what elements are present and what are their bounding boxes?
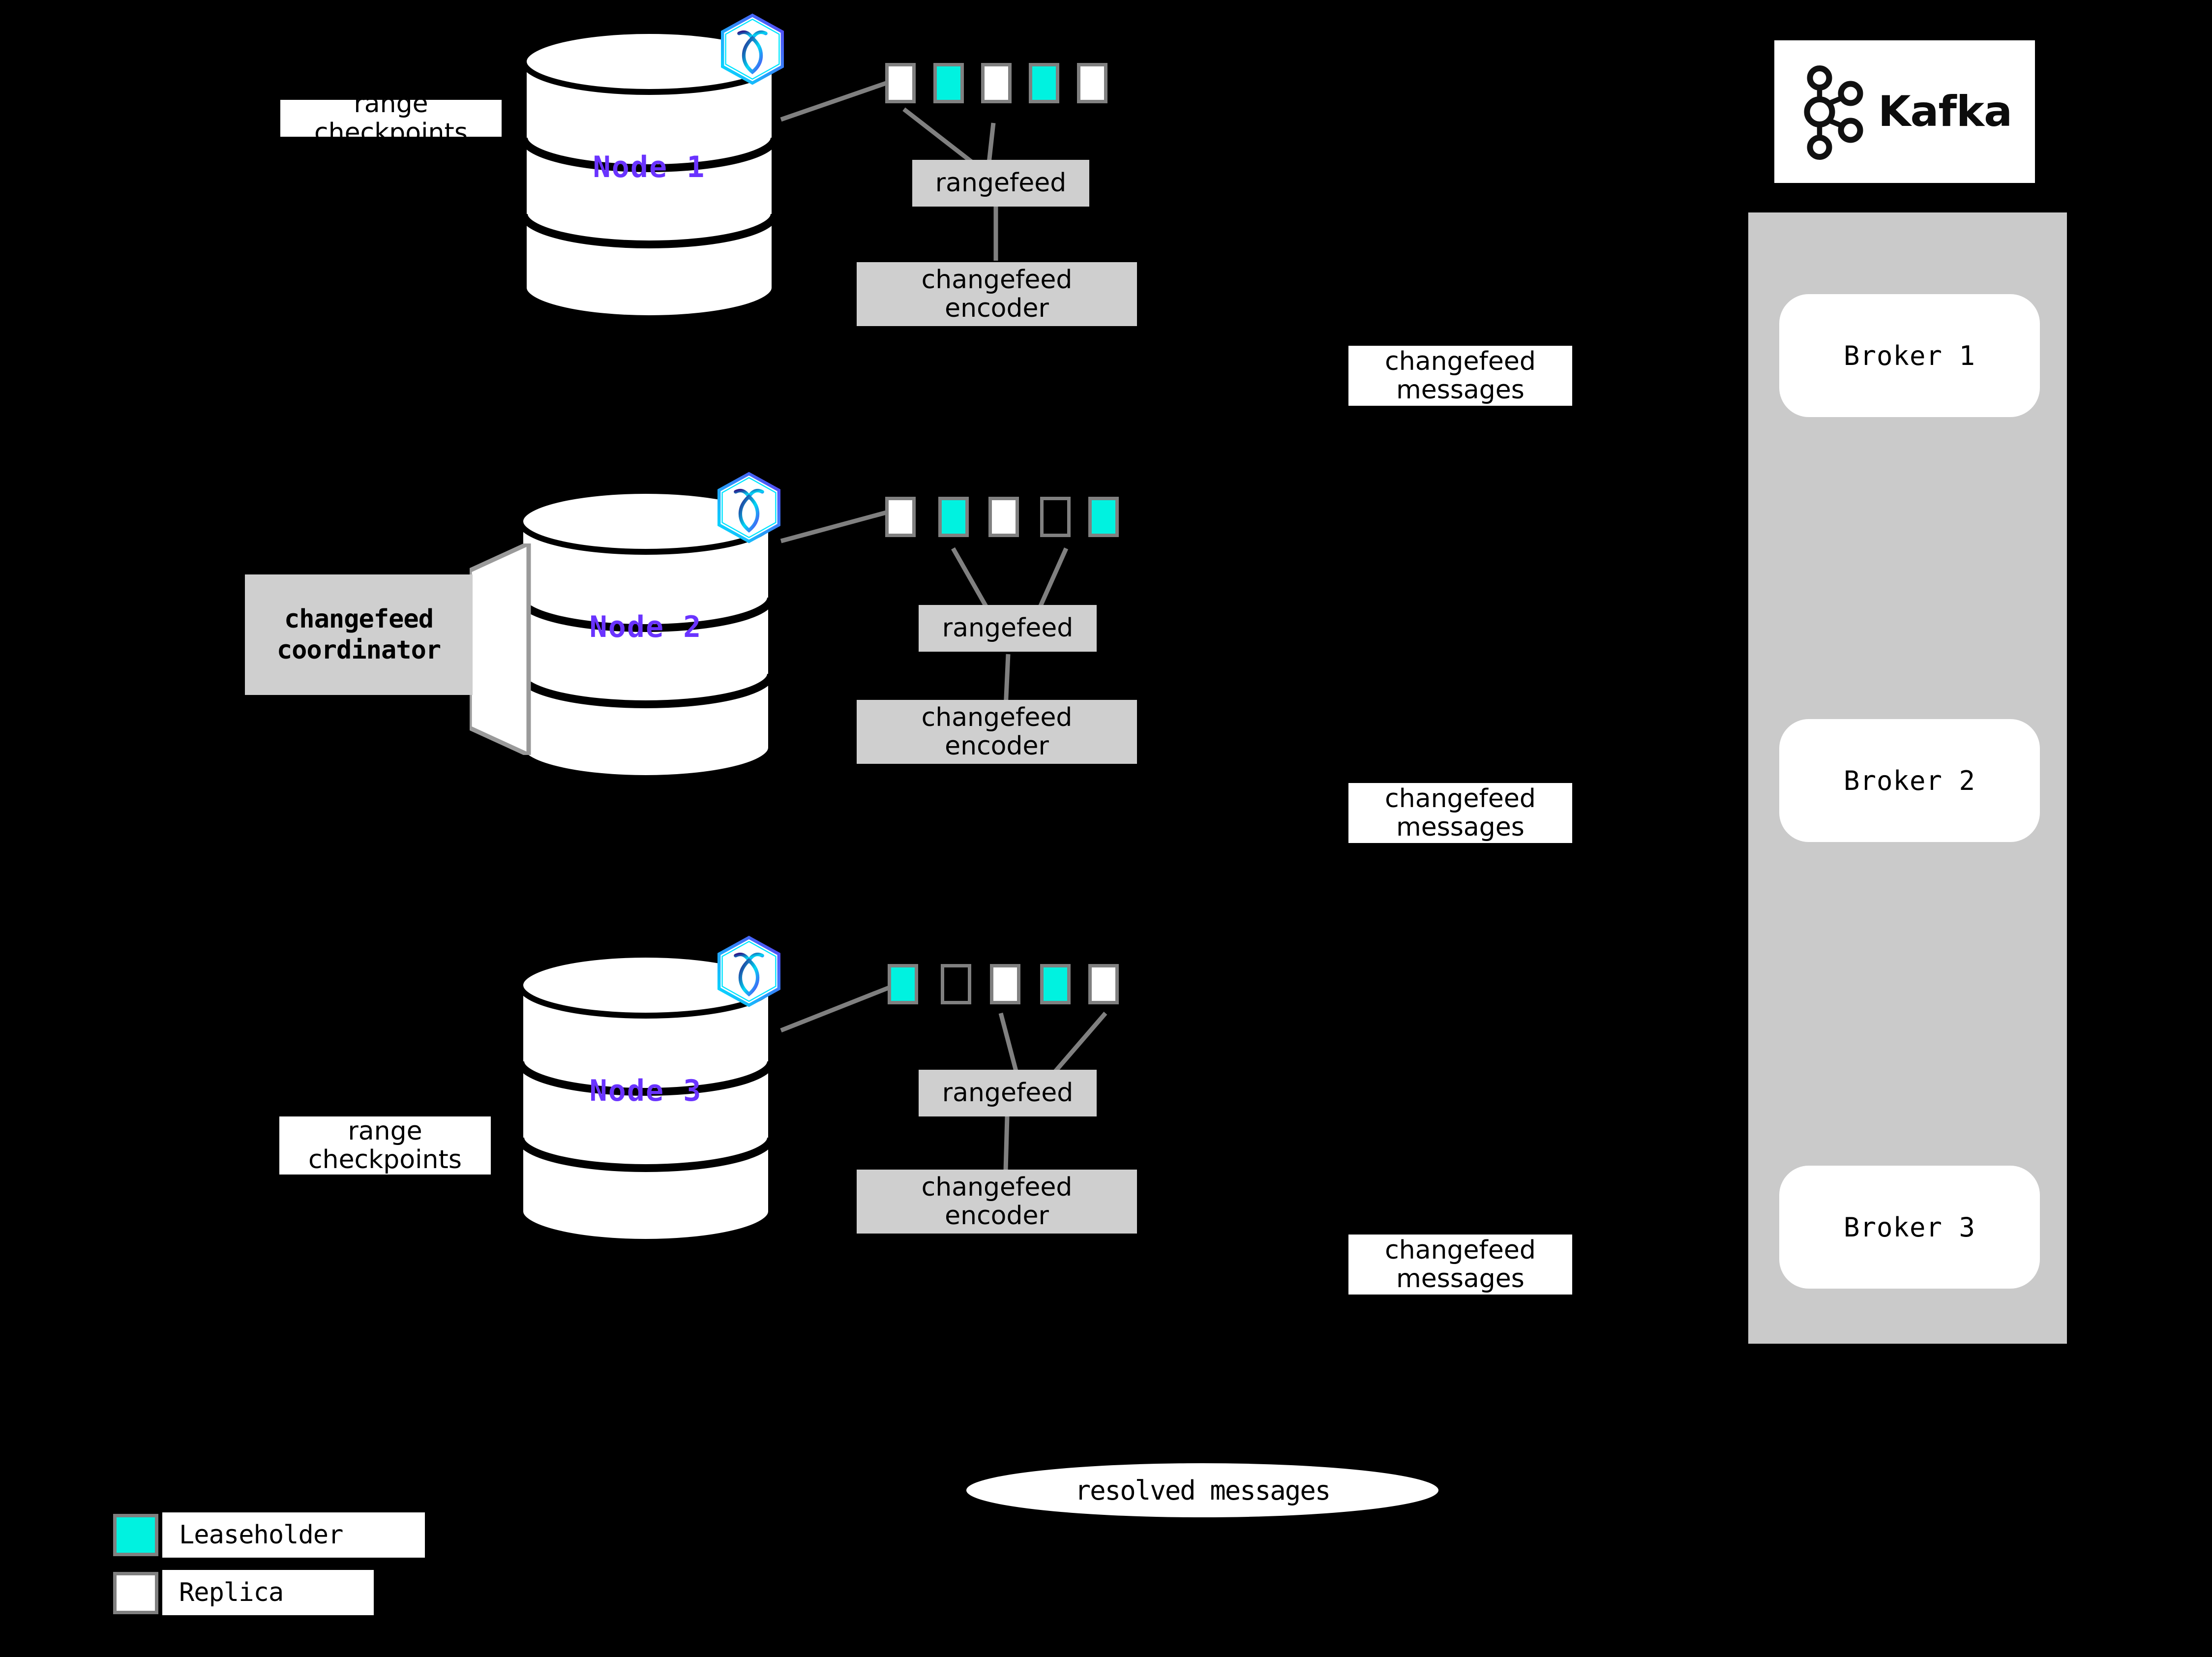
node-3-range-2[interactable] <box>941 964 971 1004</box>
cockroachdb-logo-icon-3 <box>710 932 788 1011</box>
encoder-line2: encoder <box>945 731 1049 761</box>
node-2-rangefeed-box[interactable]: rangefeed <box>919 605 1097 652</box>
node-2-changefeed-encoder-box[interactable]: changefeed encoder <box>857 700 1137 764</box>
node-1-range-3[interactable] <box>981 63 1012 103</box>
broker-2[interactable]: Broker 2 <box>1779 719 2040 842</box>
messages-line2: messages <box>1396 375 1524 405</box>
kafka-node-graph-icon <box>1797 59 1871 165</box>
kafka-wordmark: Kafka <box>1878 87 2012 136</box>
legend-swatch-leaseholder <box>113 1514 158 1556</box>
messages-line2: messages <box>1396 1264 1524 1294</box>
encoder-line1: changefeed <box>921 702 1073 732</box>
node-1-changefeed-encoder-box[interactable]: changefeed encoder <box>857 262 1137 326</box>
changefeed-messages-label-2: changefeed messages <box>1348 783 1572 843</box>
range-checkpoints-line2: checkpoints <box>308 1145 462 1175</box>
node-2-range-4[interactable] <box>1040 497 1071 537</box>
changefeed-coordinator-box[interactable]: changefeed coordinator <box>245 574 473 695</box>
encoder-line2: encoder <box>945 1201 1049 1231</box>
coordinator-line2: coordinator <box>276 635 441 665</box>
node-1-cylinder: Node 1 <box>519 27 779 322</box>
coordinator-connector <box>470 543 531 755</box>
node-3-range-3[interactable] <box>990 964 1020 1004</box>
node-3-range-5[interactable] <box>1088 964 1119 1004</box>
node-3-range-1[interactable] <box>888 964 918 1004</box>
legend-label-leaseholder: Leaseholder <box>162 1512 425 1558</box>
messages-line1: changefeed <box>1385 346 1536 376</box>
messages-line2: messages <box>1396 813 1524 842</box>
node-3-range-4[interactable] <box>1040 964 1071 1004</box>
cockroachdb-logo-icon-2 <box>710 468 788 547</box>
node-3-cylinder: Node 3 <box>515 951 776 1246</box>
panel-inbound-arrow <box>2176 822 2212 850</box>
coordinator-line1: changefeed <box>284 604 434 634</box>
broker-1[interactable]: Broker 1 <box>1779 294 2040 417</box>
messages-line1: changefeed <box>1385 1235 1536 1265</box>
node-3-rangefeed-box[interactable]: rangefeed <box>919 1070 1097 1116</box>
encoder-line2: encoder <box>945 294 1049 323</box>
changefeed-messages-label-3: changefeed messages <box>1348 1235 1572 1295</box>
node-2-range-3[interactable] <box>988 497 1019 537</box>
node-1-rangefeed-box[interactable]: rangefeed <box>912 160 1089 207</box>
node-1-range-5[interactable] <box>1077 63 1107 103</box>
resolved-messages-pill[interactable]: resolved messages <box>966 1463 1438 1517</box>
node-2-range-2[interactable] <box>938 497 969 537</box>
legend-swatch-replica <box>113 1572 158 1614</box>
node-1-range-checkpoints-label: range checkpoints <box>280 90 502 147</box>
messages-line1: changefeed <box>1385 783 1536 813</box>
changefeed-messages-label-1: changefeed messages <box>1348 346 1572 406</box>
broker-3[interactable]: Broker 3 <box>1779 1166 2040 1289</box>
kafka-logo-card: Kafka <box>1774 40 2035 183</box>
node-1-label: Node 1 <box>593 150 706 184</box>
node-3-changefeed-encoder-box[interactable]: changefeed encoder <box>857 1170 1137 1234</box>
legend-label-replica: Replica <box>162 1570 374 1615</box>
node-1-range-1[interactable] <box>885 63 916 103</box>
range-checkpoints-line1: range <box>354 89 428 119</box>
node-3-range-checkpoints-label: range checkpoints <box>279 1116 491 1175</box>
node-1-range-2[interactable] <box>933 63 964 103</box>
node-2-range-1[interactable] <box>885 497 916 537</box>
node-3-label: Node 3 <box>589 1074 702 1108</box>
range-checkpoints-line2: checkpoints <box>314 118 468 148</box>
encoder-line1: changefeed <box>921 265 1073 295</box>
encoder-line1: changefeed <box>921 1172 1073 1202</box>
node-2-range-5[interactable] <box>1088 497 1119 537</box>
node-1-range-4[interactable] <box>1029 63 1059 103</box>
range-checkpoints-line1: range <box>348 1116 422 1146</box>
cockroachdb-logo-icon <box>713 10 792 89</box>
node-2-cylinder: Node 2 <box>515 487 776 782</box>
node-2-label: Node 2 <box>589 610 702 644</box>
